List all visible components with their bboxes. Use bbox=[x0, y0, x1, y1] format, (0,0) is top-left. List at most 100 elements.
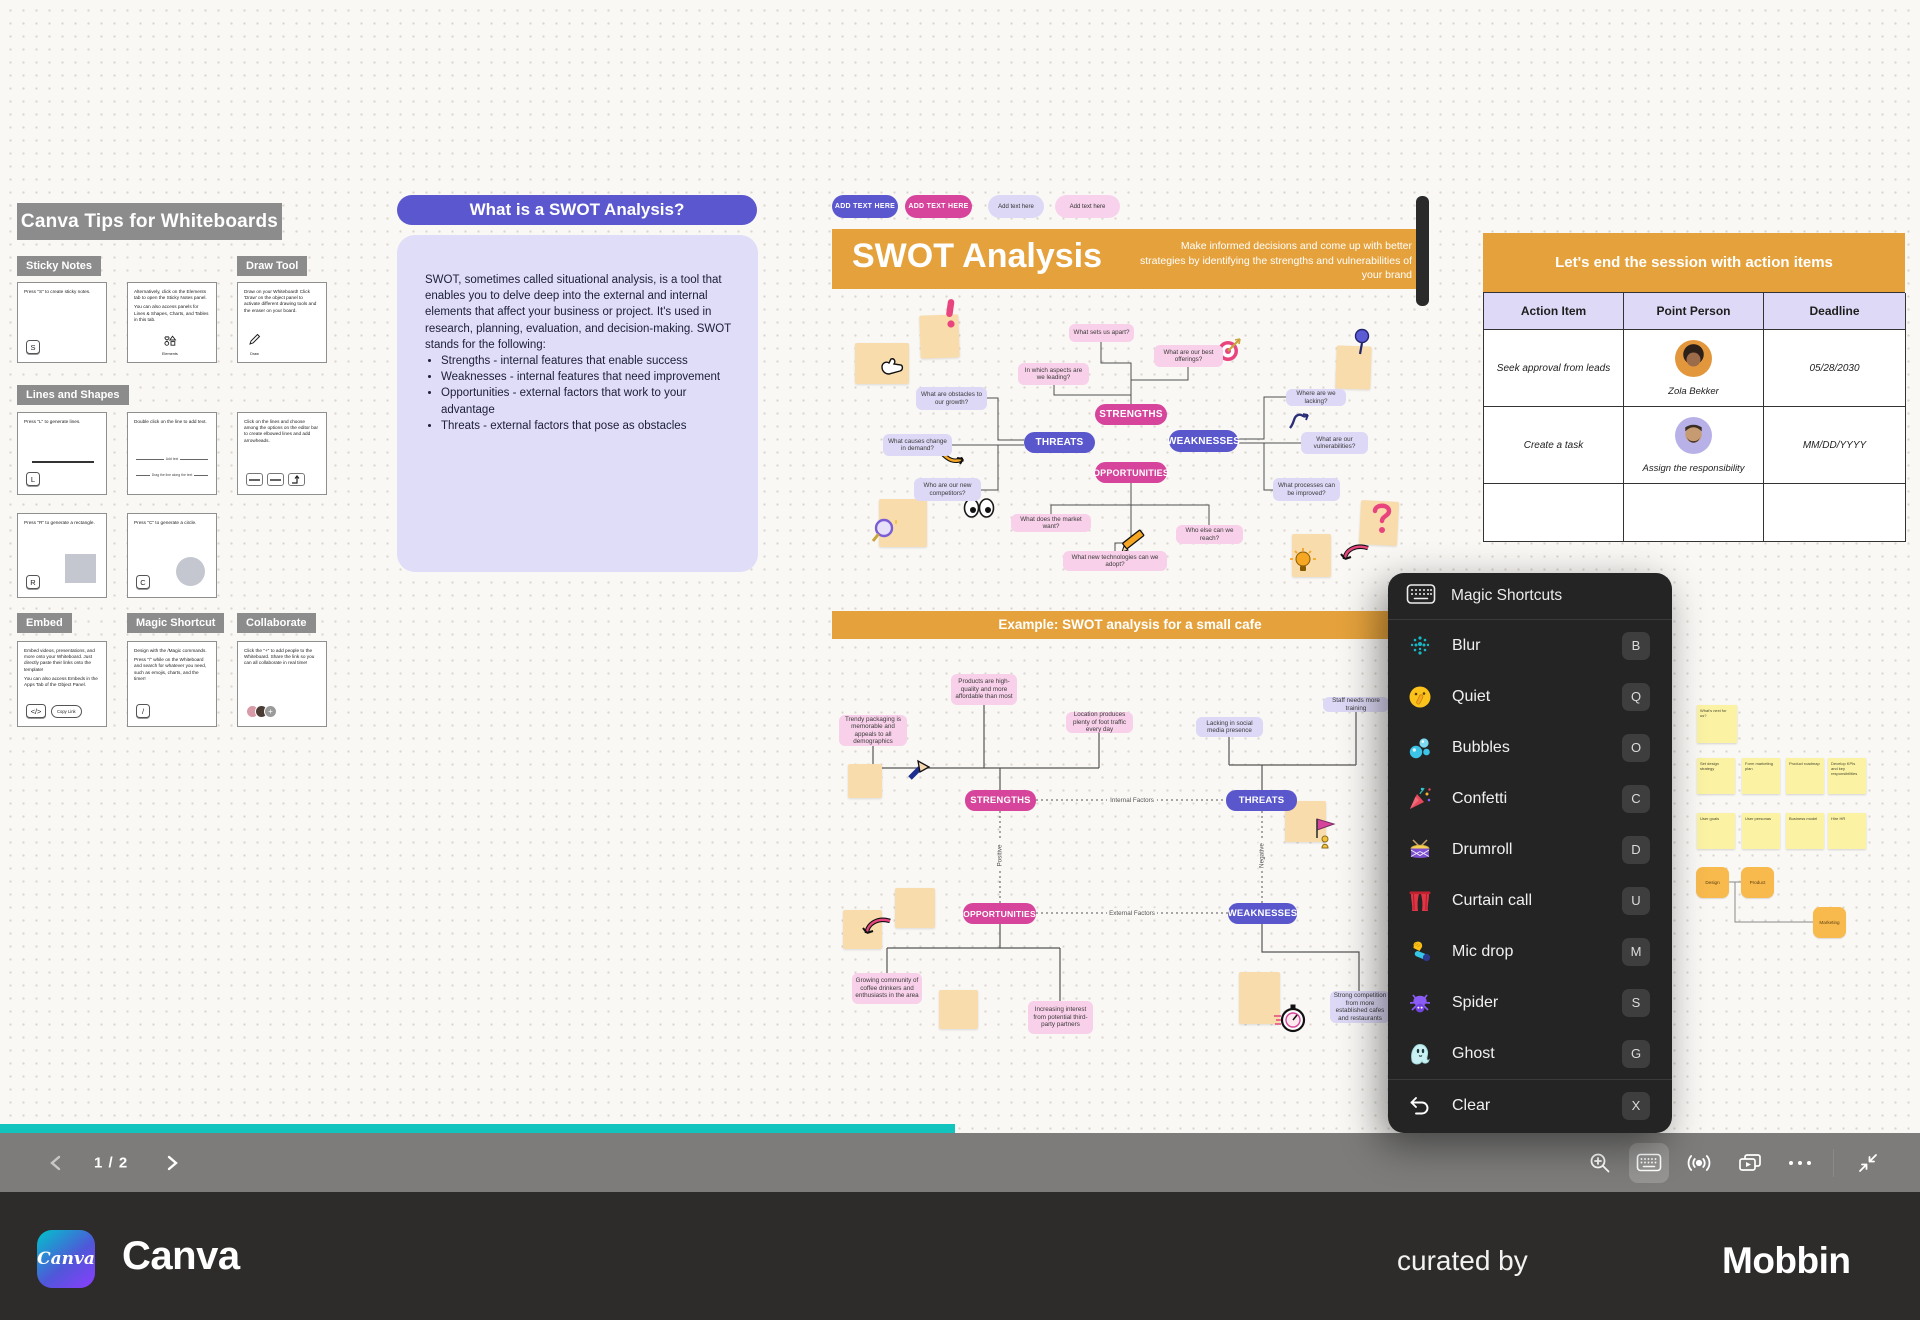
example-bubble[interactable]: Lacking in social media presence bbox=[1196, 717, 1263, 737]
tip-card-collaborate[interactable]: Click the "+" to add people to the White… bbox=[237, 641, 327, 727]
tip-card-rectangle[interactable]: Press "R" to generate a rectangle. R bbox=[17, 513, 107, 598]
example-bubble[interactable]: Products are high-quality and more affor… bbox=[951, 674, 1017, 705]
example-node-weaknesses[interactable]: WEAKNESSES bbox=[1228, 903, 1297, 924]
elbow-line-button[interactable] bbox=[288, 473, 305, 486]
swot-question-bubble[interactable]: What are our vulnerabilities? bbox=[1301, 432, 1368, 454]
cluster-node-design[interactable]: Design bbox=[1696, 867, 1729, 898]
example-bubble[interactable]: Growing community of coffee drinkers and… bbox=[852, 973, 922, 1004]
add-text-pill-lavender[interactable]: Add text here bbox=[988, 195, 1044, 218]
collapse-toolbar-button[interactable] bbox=[1856, 1151, 1880, 1175]
swot-question-bubble[interactable]: Where are we lacking? bbox=[1286, 389, 1346, 406]
sticky-note-peach[interactable] bbox=[939, 990, 978, 1029]
swot-question-bubble[interactable]: What processes can be improved? bbox=[1273, 478, 1340, 501]
present-button[interactable] bbox=[1737, 1151, 1763, 1175]
example-bubble[interactable]: Trendy packaging is memorable and appeal… bbox=[839, 715, 907, 746]
node-opportunities[interactable]: OPPORTUNITIES bbox=[1093, 462, 1169, 483]
swot-banner[interactable]: SWOT Analysis Make informed decisions an… bbox=[832, 229, 1428, 289]
swot-question-bubble[interactable]: In which aspects are we leading? bbox=[1018, 363, 1089, 385]
sticky-note-peach[interactable] bbox=[843, 910, 882, 949]
example-node-threats[interactable]: THREATS bbox=[1226, 790, 1297, 811]
flag-figure-icon[interactable] bbox=[1308, 815, 1344, 856]
sticky-note-yellow[interactable]: Set design strategy bbox=[1697, 758, 1735, 794]
swot-question-bubble[interactable]: What are obstacles to our growth? bbox=[916, 387, 987, 410]
cluster-node-product[interactable]: Product bbox=[1741, 867, 1774, 898]
add-collaborator-icon[interactable]: + bbox=[264, 705, 277, 718]
pointing-hand-icon[interactable] bbox=[905, 756, 933, 787]
example-bubble[interactable]: Strong competition from more established… bbox=[1330, 991, 1390, 1023]
example-bubble[interactable]: Staff needs more training bbox=[1323, 697, 1389, 712]
lightbulb-icon[interactable] bbox=[1288, 546, 1318, 581]
copy-link-button[interactable]: Copy Link bbox=[51, 704, 82, 718]
thumbs-up-icon[interactable] bbox=[878, 356, 906, 384]
exclamation-icon[interactable] bbox=[941, 298, 959, 335]
example-bubble[interactable]: Location produces plenty of foot traffic… bbox=[1066, 711, 1133, 733]
sticky-note-yellow[interactable]: Form marketing plan bbox=[1742, 758, 1780, 794]
sticky-note-yellow[interactable]: Business model bbox=[1786, 813, 1824, 849]
line-style-button[interactable] bbox=[246, 473, 263, 486]
example-bubble[interactable]: Increasing interest from potential third… bbox=[1028, 1001, 1093, 1034]
swot-question-bubble[interactable]: What causes change in demand? bbox=[883, 434, 952, 456]
tip-card-circle[interactable]: Press "C" to generate a circle. C bbox=[127, 513, 217, 598]
swot-question-bubble[interactable]: What are our best offerings? bbox=[1154, 345, 1223, 367]
tip-card-embed[interactable]: Embed videos, presentations, and more on… bbox=[17, 641, 107, 727]
node-weaknesses[interactable]: WEAKNESSES bbox=[1167, 430, 1240, 452]
pushpin-icon[interactable] bbox=[1350, 328, 1374, 361]
tip-card-lines[interactable]: Press "L" to generate lines. L bbox=[17, 412, 107, 495]
magic-shortcuts-button[interactable] bbox=[1629, 1142, 1669, 1183]
tip-card-elements[interactable]: Alternatively, click on the Elements tab… bbox=[127, 282, 217, 363]
sticky-note-yellow[interactable]: Develop KPIs and key responsibilities bbox=[1828, 758, 1866, 794]
eyes-icon[interactable] bbox=[963, 498, 995, 523]
sticky-note-yellow[interactable]: User personas bbox=[1742, 813, 1780, 849]
node-threats[interactable]: THREATS bbox=[1024, 432, 1095, 453]
cluster-node-marketing[interactable]: Marketing bbox=[1813, 907, 1846, 938]
swot-question-bubble[interactable]: Who are our new competitors? bbox=[914, 478, 981, 501]
info-panel[interactable]: SWOT, sometimes called situational analy… bbox=[397, 235, 758, 572]
question-mark-icon[interactable] bbox=[1370, 502, 1396, 545]
example-banner[interactable]: Example: SWOT analysis for a small cafe bbox=[832, 611, 1428, 639]
tip-card-sticky-shortcut[interactable]: Press "S" to create sticky notes. S bbox=[17, 282, 107, 363]
stopwatch-icon[interactable] bbox=[1272, 1003, 1308, 1040]
tip-card-magic-shortcut[interactable]: Design with the /Magic commands. Press "… bbox=[127, 641, 217, 727]
whiteboard-canvas[interactable]: Canva Tips for Whiteboards Sticky Notes … bbox=[0, 0, 1920, 1133]
example-node-opportunities[interactable]: OPPORTUNITIES bbox=[963, 903, 1036, 924]
zoom-in-button[interactable] bbox=[1588, 1151, 1612, 1175]
tip-card-elbowed-lines[interactable]: Click on the lines and choose among the … bbox=[237, 412, 327, 495]
node-strengths[interactable]: STRENGTHS bbox=[1095, 404, 1167, 425]
prev-page-button[interactable] bbox=[48, 1154, 64, 1172]
magnifier-icon[interactable] bbox=[870, 516, 902, 551]
curl-arrow-icon[interactable] bbox=[1336, 542, 1372, 575]
add-text-pill-pinklight[interactable]: Add text here bbox=[1055, 195, 1120, 218]
add-text-pill-pink[interactable]: ADD TEXT HERE bbox=[905, 195, 972, 218]
sticky-note-yellow[interactable]: Hire HR bbox=[1828, 813, 1866, 849]
tip-card-draw[interactable]: Draw on your Whiteboard! Click 'Draw' on… bbox=[237, 282, 327, 363]
next-page-button[interactable] bbox=[164, 1154, 180, 1172]
action-items-table[interactable]: Let's end the session with action items … bbox=[1483, 233, 1906, 542]
swot-question-bubble[interactable]: What sets us apart? bbox=[1069, 324, 1134, 342]
swot-question-bubble[interactable]: Who else can we reach? bbox=[1176, 525, 1243, 544]
add-text-pill-purple[interactable]: ADD TEXT HERE bbox=[832, 195, 898, 218]
sticky-note-peach[interactable] bbox=[848, 764, 882, 798]
squiggle-arrow-icon[interactable] bbox=[1286, 406, 1314, 439]
target-dart-icon[interactable] bbox=[1214, 336, 1244, 369]
example-node-strengths[interactable]: STRENGTHS bbox=[965, 790, 1036, 811]
broadcast-button[interactable] bbox=[1685, 1151, 1713, 1175]
sticky-note-peach[interactable] bbox=[895, 888, 935, 928]
more-options-button[interactable] bbox=[1787, 1159, 1813, 1167]
pink-curved-arrow-icon[interactable] bbox=[858, 915, 894, 948]
swot-question-bubble[interactable]: What does the market want? bbox=[1011, 514, 1091, 532]
sticky-note-yellow[interactable]: Product roadmap bbox=[1786, 758, 1824, 794]
line-style-button[interactable] bbox=[267, 473, 284, 486]
swot-question-bubble[interactable]: What new technologies can we adopt? bbox=[1063, 551, 1167, 571]
sticky-note-peach[interactable] bbox=[855, 343, 909, 384]
tip-card-line-text[interactable]: Double click on the line to add text. Ad… bbox=[127, 412, 217, 495]
